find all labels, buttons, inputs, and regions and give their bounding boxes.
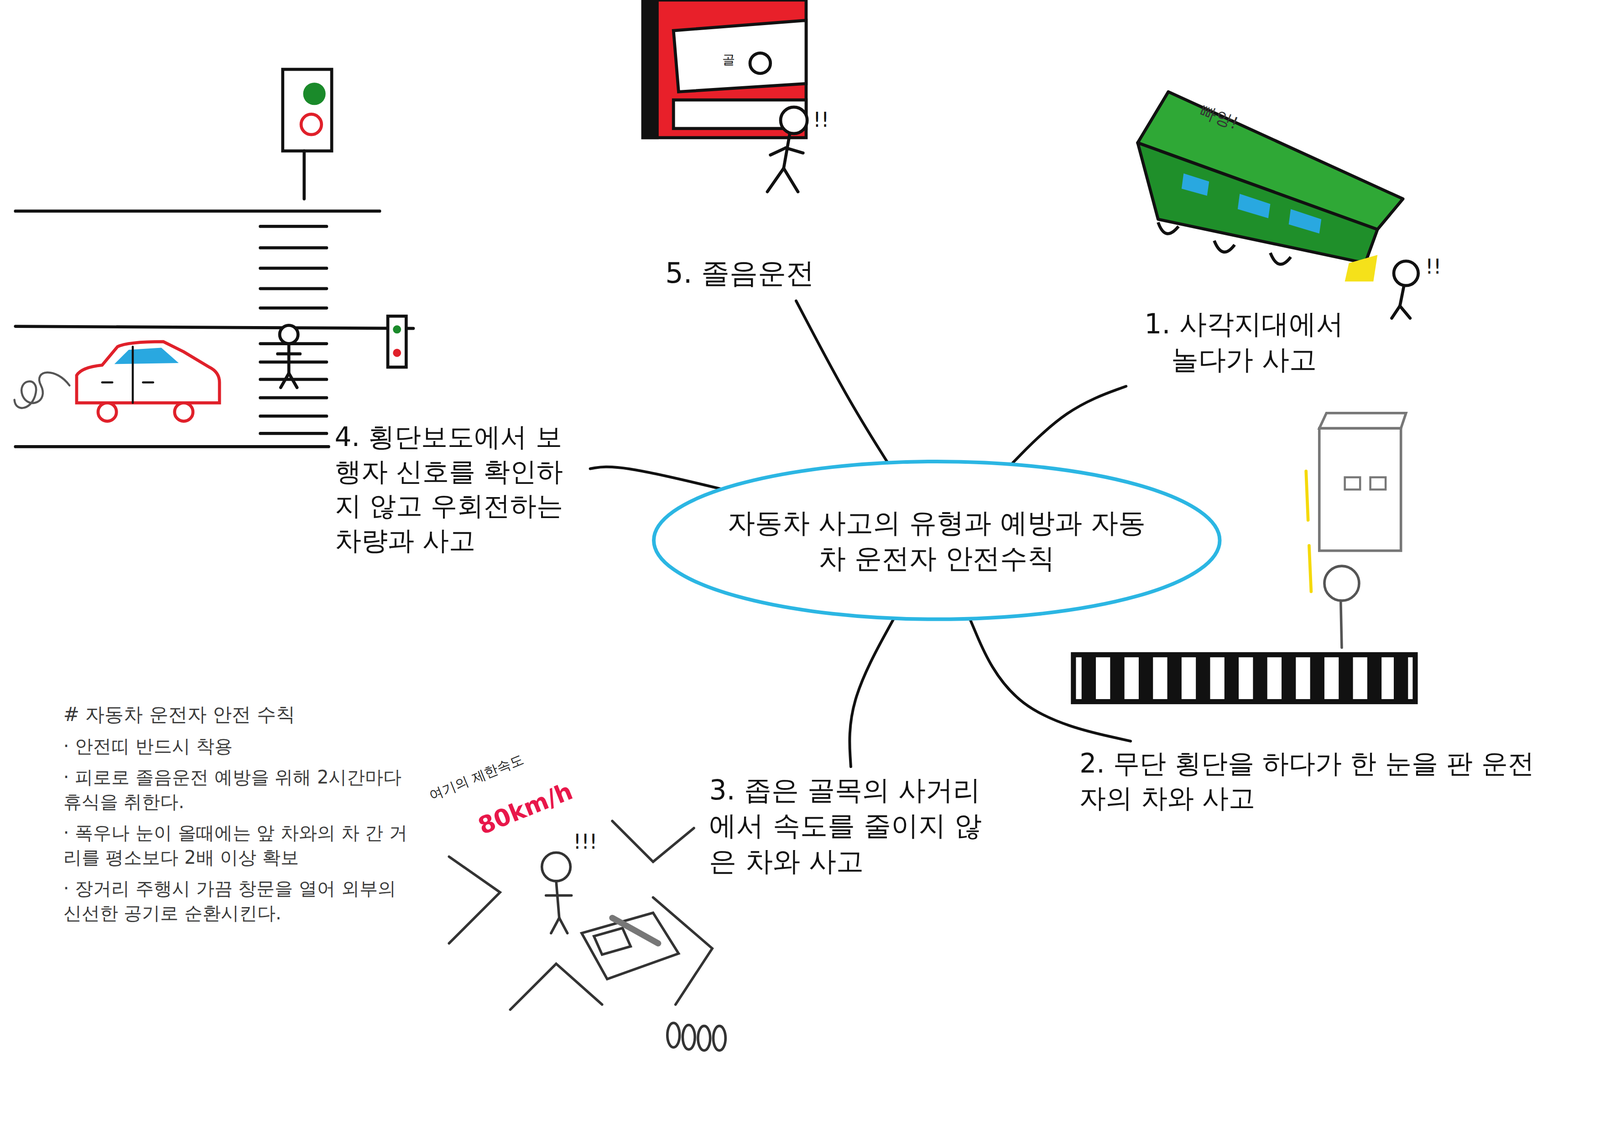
branch-line — [969, 619, 1131, 742]
branch-line — [796, 301, 888, 464]
drowsy-truck — [642, 0, 808, 192]
central-topic-ellipse: 자동차 사고의 유형과 예방과 자동차 운전자 안전수칙 — [651, 458, 1223, 623]
topic-label: 5. 졸음운전 — [665, 255, 900, 292]
safety-rules-note: # 자동차 운전자 안전 수칙 · 안전띠 반드시 착용 · 피로로 졸음운전 예방… — [63, 702, 416, 927]
ellipse-outline — [651, 458, 1223, 623]
branch-line — [590, 467, 723, 490]
topic-text: 5. 졸음운전 — [665, 255, 900, 296]
sleep-sound: 골 — [720, 51, 737, 69]
crosswalk-scene — [14, 69, 414, 447]
topic-label: 자동차 사고의 유형과 예방과 자동차 운전자 안전수칙 — [725, 505, 1149, 577]
note-item: · 폭우나 눈이 올때에는 앞 차와의 차 간 거리를 평소보다 2배 이상 확… — [63, 820, 416, 871]
exclamation-mark: !!! — [571, 828, 600, 856]
note-heading: # 자동차 운전자 안전 수칙 — [63, 702, 416, 729]
topic-label: 3. 좁은 골목의 사거리에서 속도를 줄이지 않은 차와 사고 — [708, 772, 1000, 880]
jaywalk-scene — [1073, 413, 1416, 703]
topic-text: 4. 횡단보도에서 보행자 신호를 확인하지 않고 우회전하는 차량과 사고 — [334, 420, 585, 562]
topic-label: 2. 무단 횡단을 하다가 한 눈을 판 운전자의 차와 사고 — [1079, 746, 1551, 816]
topic-label: 4. 횡단보도에서 보행자 신호를 확인하지 않고 우회전하는 차량과 사고 — [334, 420, 585, 558]
exclamation-mark: !! — [1423, 253, 1444, 281]
intersection-scene — [448, 821, 726, 1051]
note-item: · 장거리 주행시 가끔 창문을 열어 외부의 신선한 공기로 순환시킨다. — [63, 876, 416, 926]
topic-text: 2. 무단 횡단을 하다가 한 눈을 판 운전자의 차와 사고 — [1079, 746, 1551, 820]
topic-text: 3. 좁은 골목의 사거리에서 속도를 줄이지 않은 차와 사고 — [708, 772, 1000, 883]
topic-label: 1. 사각지대에서 놀다가 사고 — [1127, 306, 1361, 378]
speed-value: 80km/h — [471, 775, 579, 844]
blind-spot-bus — [1137, 91, 1419, 318]
exclamation-mark: !! — [811, 106, 831, 134]
branch-line — [849, 618, 894, 767]
note-item: · 안전띠 반드시 착용 — [63, 734, 416, 759]
topic-text: 1. 사각지대에서 놀다가 사고 — [1127, 306, 1361, 381]
branch-line — [1011, 386, 1126, 465]
note-item: · 피로로 졸음운전 예방을 위해 2시간마다 휴식을 취한다. — [63, 765, 416, 815]
